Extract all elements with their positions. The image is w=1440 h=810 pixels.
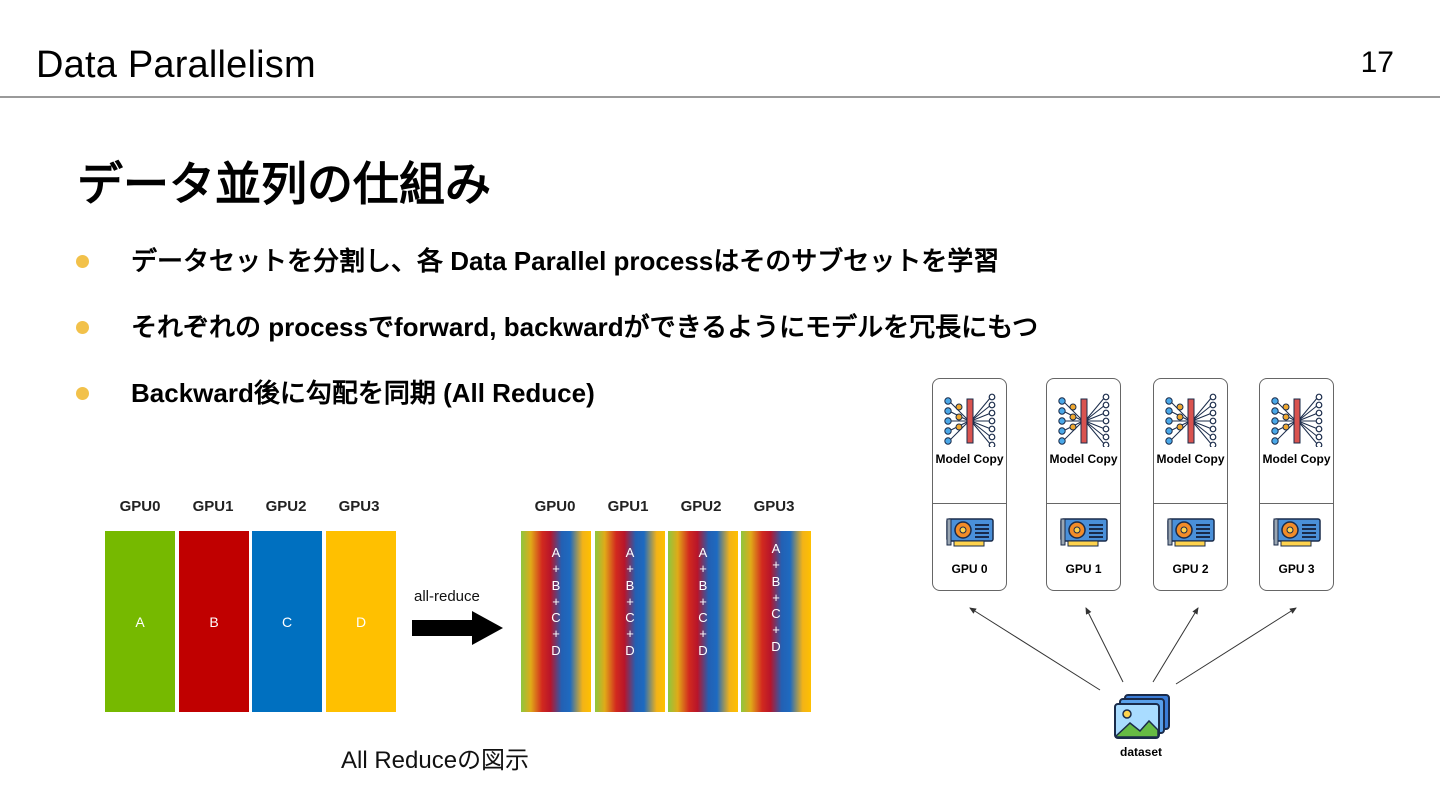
card-divider [1047, 503, 1120, 504]
reduced-block: A + B + C + D [741, 531, 811, 712]
gpu-label-after: GPU2 [680, 498, 722, 515]
gradient-block-b: B [179, 531, 249, 712]
gpu-card-icon [1167, 518, 1215, 547]
reduced-sum-text: A + B + C + D [698, 545, 708, 658]
gpu-label-after: GPU3 [753, 498, 795, 515]
card-divider [933, 503, 1006, 504]
bullet-text: Backward後に勾配を同期 (All Reduce) [131, 378, 595, 408]
dataset-arrow-gpu1 [1085, 607, 1124, 683]
model-copy-card: Model Copy GPU 3 [1259, 378, 1334, 591]
gpu-label-before: GPU2 [265, 498, 307, 515]
block-letter: C [281, 614, 293, 630]
gpu-label-after: GPU1 [607, 498, 649, 515]
reduced-sum-text: A + B + C + D [551, 545, 561, 658]
gpu-card-icon [1273, 518, 1321, 547]
neural-network-icon [1271, 393, 1323, 447]
allreduce-caption: All Reduceの図示 [341, 747, 530, 774]
card-divider [1260, 503, 1333, 504]
model-copy-card: Model Copy GPU 1 [1046, 378, 1121, 591]
block-letter: B [209, 614, 219, 630]
gpu-name: GPU 1 [1065, 562, 1102, 576]
slide-header-title: Data Parallelism [36, 44, 316, 86]
model-copy-card: Model Copy GPU 2 [1153, 378, 1228, 591]
block-letter: A [135, 614, 145, 630]
dataset-arrow-gpu0 [969, 607, 1101, 691]
gradient-block-c: C [252, 531, 322, 712]
model-copy-label: Model Copy [1262, 452, 1331, 466]
gpu-card-icon [1060, 518, 1108, 547]
bullet-dot-icon [76, 387, 89, 400]
bullet-text: データセットを分割し、各 Data Parallel processはそのサブセ… [131, 246, 1000, 276]
neural-network-icon [1165, 393, 1217, 447]
arrow-right-icon [412, 611, 503, 645]
gpu-label-before: GPU0 [119, 498, 161, 515]
header-divider [0, 96, 1440, 98]
model-copy-card: Model Copy GPU 0 [932, 378, 1007, 591]
block-letter: D [355, 614, 367, 630]
bullet-dot-icon [76, 321, 89, 334]
model-copy-label: Model Copy [1049, 452, 1118, 466]
reduced-block: A + B + C + D [595, 531, 665, 712]
neural-network-icon [1058, 393, 1110, 447]
dataset-arrows [969, 607, 1297, 691]
model-copy-label: Model Copy [935, 452, 1004, 466]
allreduce-arrow-label: all-reduce [414, 588, 480, 605]
bullet-text: それぞれの processでforward, backwardができるようにモデ… [131, 312, 1039, 342]
bullet-dot-icon [76, 255, 89, 268]
slide-heading: データ並列の仕組み [77, 158, 491, 210]
dataset-arrow-gpu3 [1175, 607, 1297, 685]
model-copy-label: Model Copy [1156, 452, 1225, 466]
reduced-block: A + B + C + D [668, 531, 738, 712]
gradient-block-a: A [105, 531, 175, 712]
dataset-arrow-gpu2 [1152, 607, 1199, 683]
reduced-sum-text: A + B + C + D [771, 541, 781, 654]
gpu-card-icon [946, 518, 994, 547]
neural-network-icon [944, 393, 996, 447]
gpu-label-before: GPU1 [192, 498, 234, 515]
dataset-label: dataset [1119, 745, 1163, 759]
card-divider [1154, 503, 1227, 504]
reduced-sum-text: A + B + C + D [625, 545, 635, 658]
gpu-name: GPU 2 [1172, 562, 1209, 576]
page-number: 17 [1360, 46, 1394, 79]
gpu-label-before: GPU3 [338, 498, 380, 515]
gpu-name: GPU 0 [951, 562, 988, 576]
gpu-label-after: GPU0 [534, 498, 576, 515]
gradient-block-d: D [326, 531, 396, 712]
gpu-name: GPU 3 [1278, 562, 1315, 576]
dataset-images-icon [1114, 694, 1170, 739]
reduced-block: A + B + C + D [521, 531, 591, 712]
